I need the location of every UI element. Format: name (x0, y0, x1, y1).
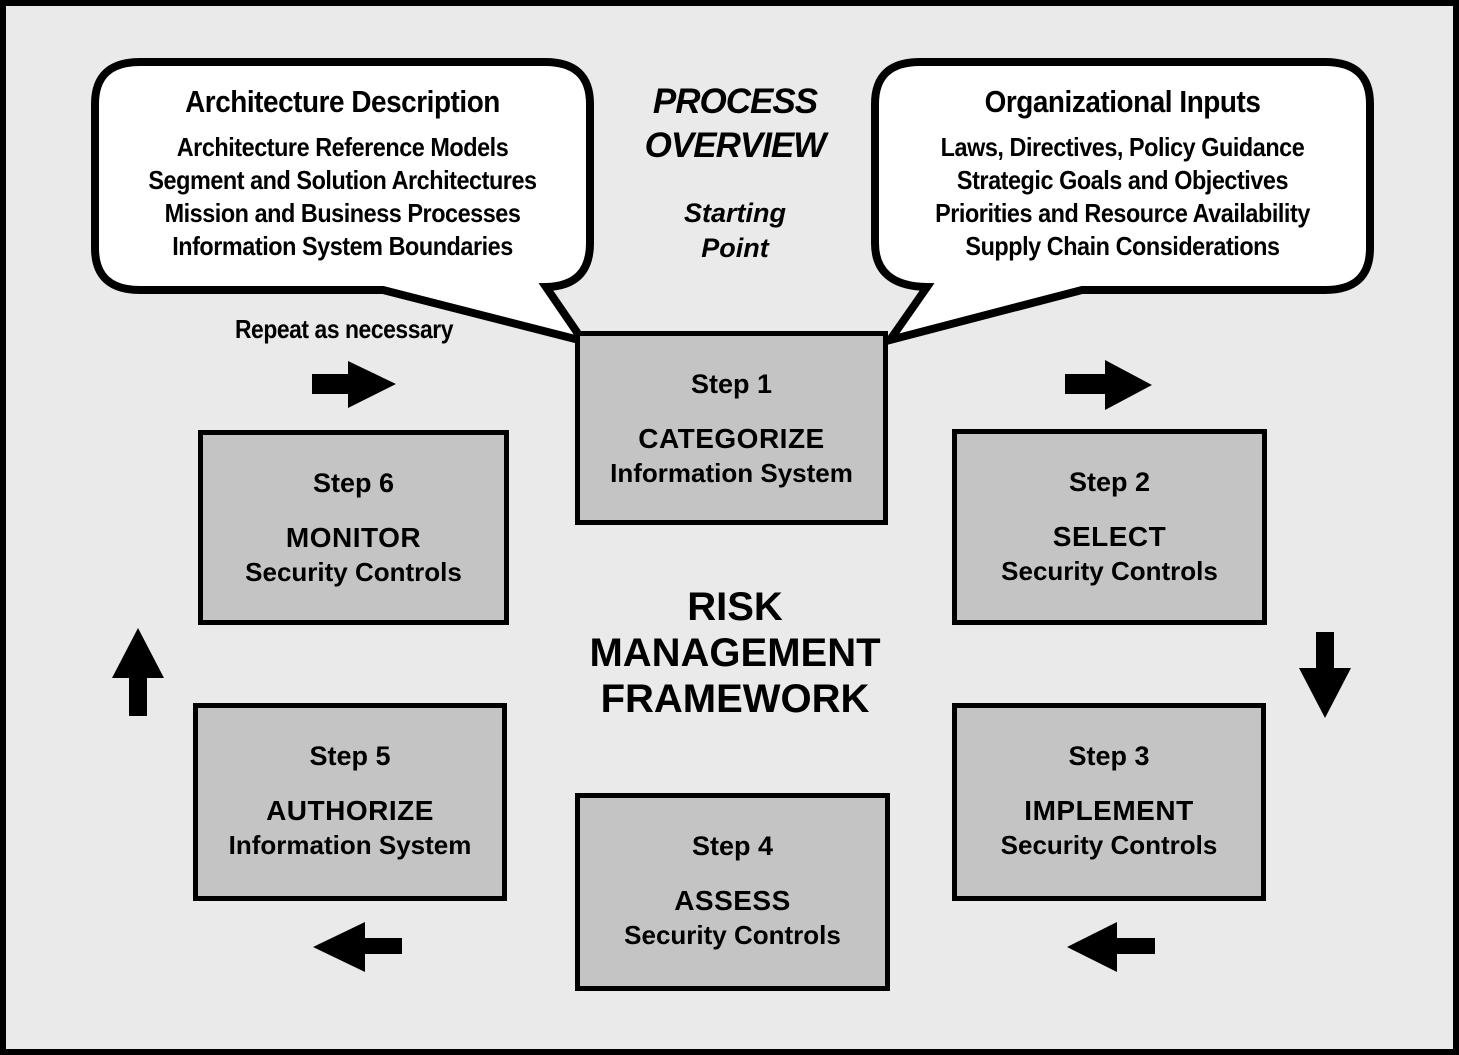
starting-point-line: Point (701, 233, 769, 263)
up-arrow-left-icon (112, 628, 164, 716)
step-target: Security Controls (1000, 830, 1218, 860)
step-target: Information System (228, 830, 472, 860)
organizational-callout: Organizational Inputs Laws, Directives, … (900, 62, 1346, 263)
callout-line: Segment and Solution Architectures (148, 165, 537, 195)
rmf-title-line: MANAGEMENT (589, 631, 881, 675)
callout-line: Information System Boundaries (172, 231, 513, 261)
step-target: Security Controls (245, 557, 462, 587)
step-1-categorize-box: Step 1 CATEGORIZE Information System (575, 331, 888, 525)
right-arrow-top-left-icon (312, 361, 396, 408)
step-2-select-box: Step 2 SELECT Security Controls (952, 429, 1267, 625)
step-label: Step 2 (1068, 467, 1151, 497)
process-overview-line: OVERVIEW (644, 126, 827, 165)
architecture-callout-lines: Architecture Reference Models Segment an… (120, 131, 566, 263)
callout-line: Strategic Goals and Objectives (956, 165, 1289, 195)
step-target: Security Controls (624, 920, 841, 950)
step-label: Step 3 (1068, 741, 1150, 771)
step-5-authorize-box: Step 5 AUTHORIZE Information System (193, 703, 507, 901)
step-label: Step 5 (309, 741, 391, 771)
step-target: Security Controls (1001, 556, 1218, 586)
left-arrow-bottom-left-icon (313, 922, 402, 972)
step-target: Information System (610, 458, 853, 488)
callout-line: Mission and Business Processes (164, 198, 521, 228)
down-arrow-right-icon (1299, 632, 1351, 718)
step-label: Step 1 (690, 369, 773, 399)
left-arrow-bottom-right-icon (1067, 922, 1155, 972)
callout-line: Priorities and Resource Availability (935, 198, 1310, 228)
callout-line: Architecture Reference Models (176, 132, 509, 162)
rmf-title-line: FRAMEWORK (600, 677, 870, 721)
architecture-callout: Architecture Description Architecture Re… (120, 62, 566, 263)
starting-point-label: Starting Point (635, 196, 835, 266)
risk-management-framework-title: RISK MANAGEMENT FRAMEWORK (535, 584, 935, 722)
callout-line: Supply Chain Considerations (965, 231, 1280, 261)
starting-point-line: Starting (683, 198, 786, 228)
callout-line: Laws, Directives, Policy Guidance (940, 132, 1305, 162)
architecture-callout-title: Architecture Description (185, 84, 500, 119)
right-arrow-top-right-icon (1065, 360, 1152, 410)
organizational-callout-bubble (871, 58, 1374, 347)
step-label: Step 6 (312, 468, 395, 498)
step-action: MONITOR (285, 522, 422, 553)
step-action: ASSESS (674, 885, 791, 916)
process-overview-title: PROCESS OVERVIEW (610, 80, 860, 168)
rmf-title-line: RISK (687, 585, 783, 629)
organizational-callout-title: Organizational Inputs (984, 84, 1261, 119)
repeat-as-necessary-label: Repeat as necessary (234, 314, 454, 344)
step-action: CATEGORIZE (638, 423, 825, 454)
step-4-assess-box: Step 4 ASSESS Security Controls (575, 793, 890, 991)
step-action: SELECT (1052, 521, 1167, 552)
step-action: IMPLEMENT (1024, 795, 1194, 826)
step-action: AUTHORIZE (266, 795, 434, 826)
step-3-implement-box: Step 3 IMPLEMENT Security Controls (952, 703, 1266, 901)
process-overview-line: PROCESS (652, 82, 818, 121)
organizational-callout-lines: Laws, Directives, Policy Guidance Strate… (900, 131, 1346, 263)
step-6-monitor-box: Step 6 MONITOR Security Controls (198, 430, 509, 625)
step-label: Step 4 (691, 831, 774, 861)
